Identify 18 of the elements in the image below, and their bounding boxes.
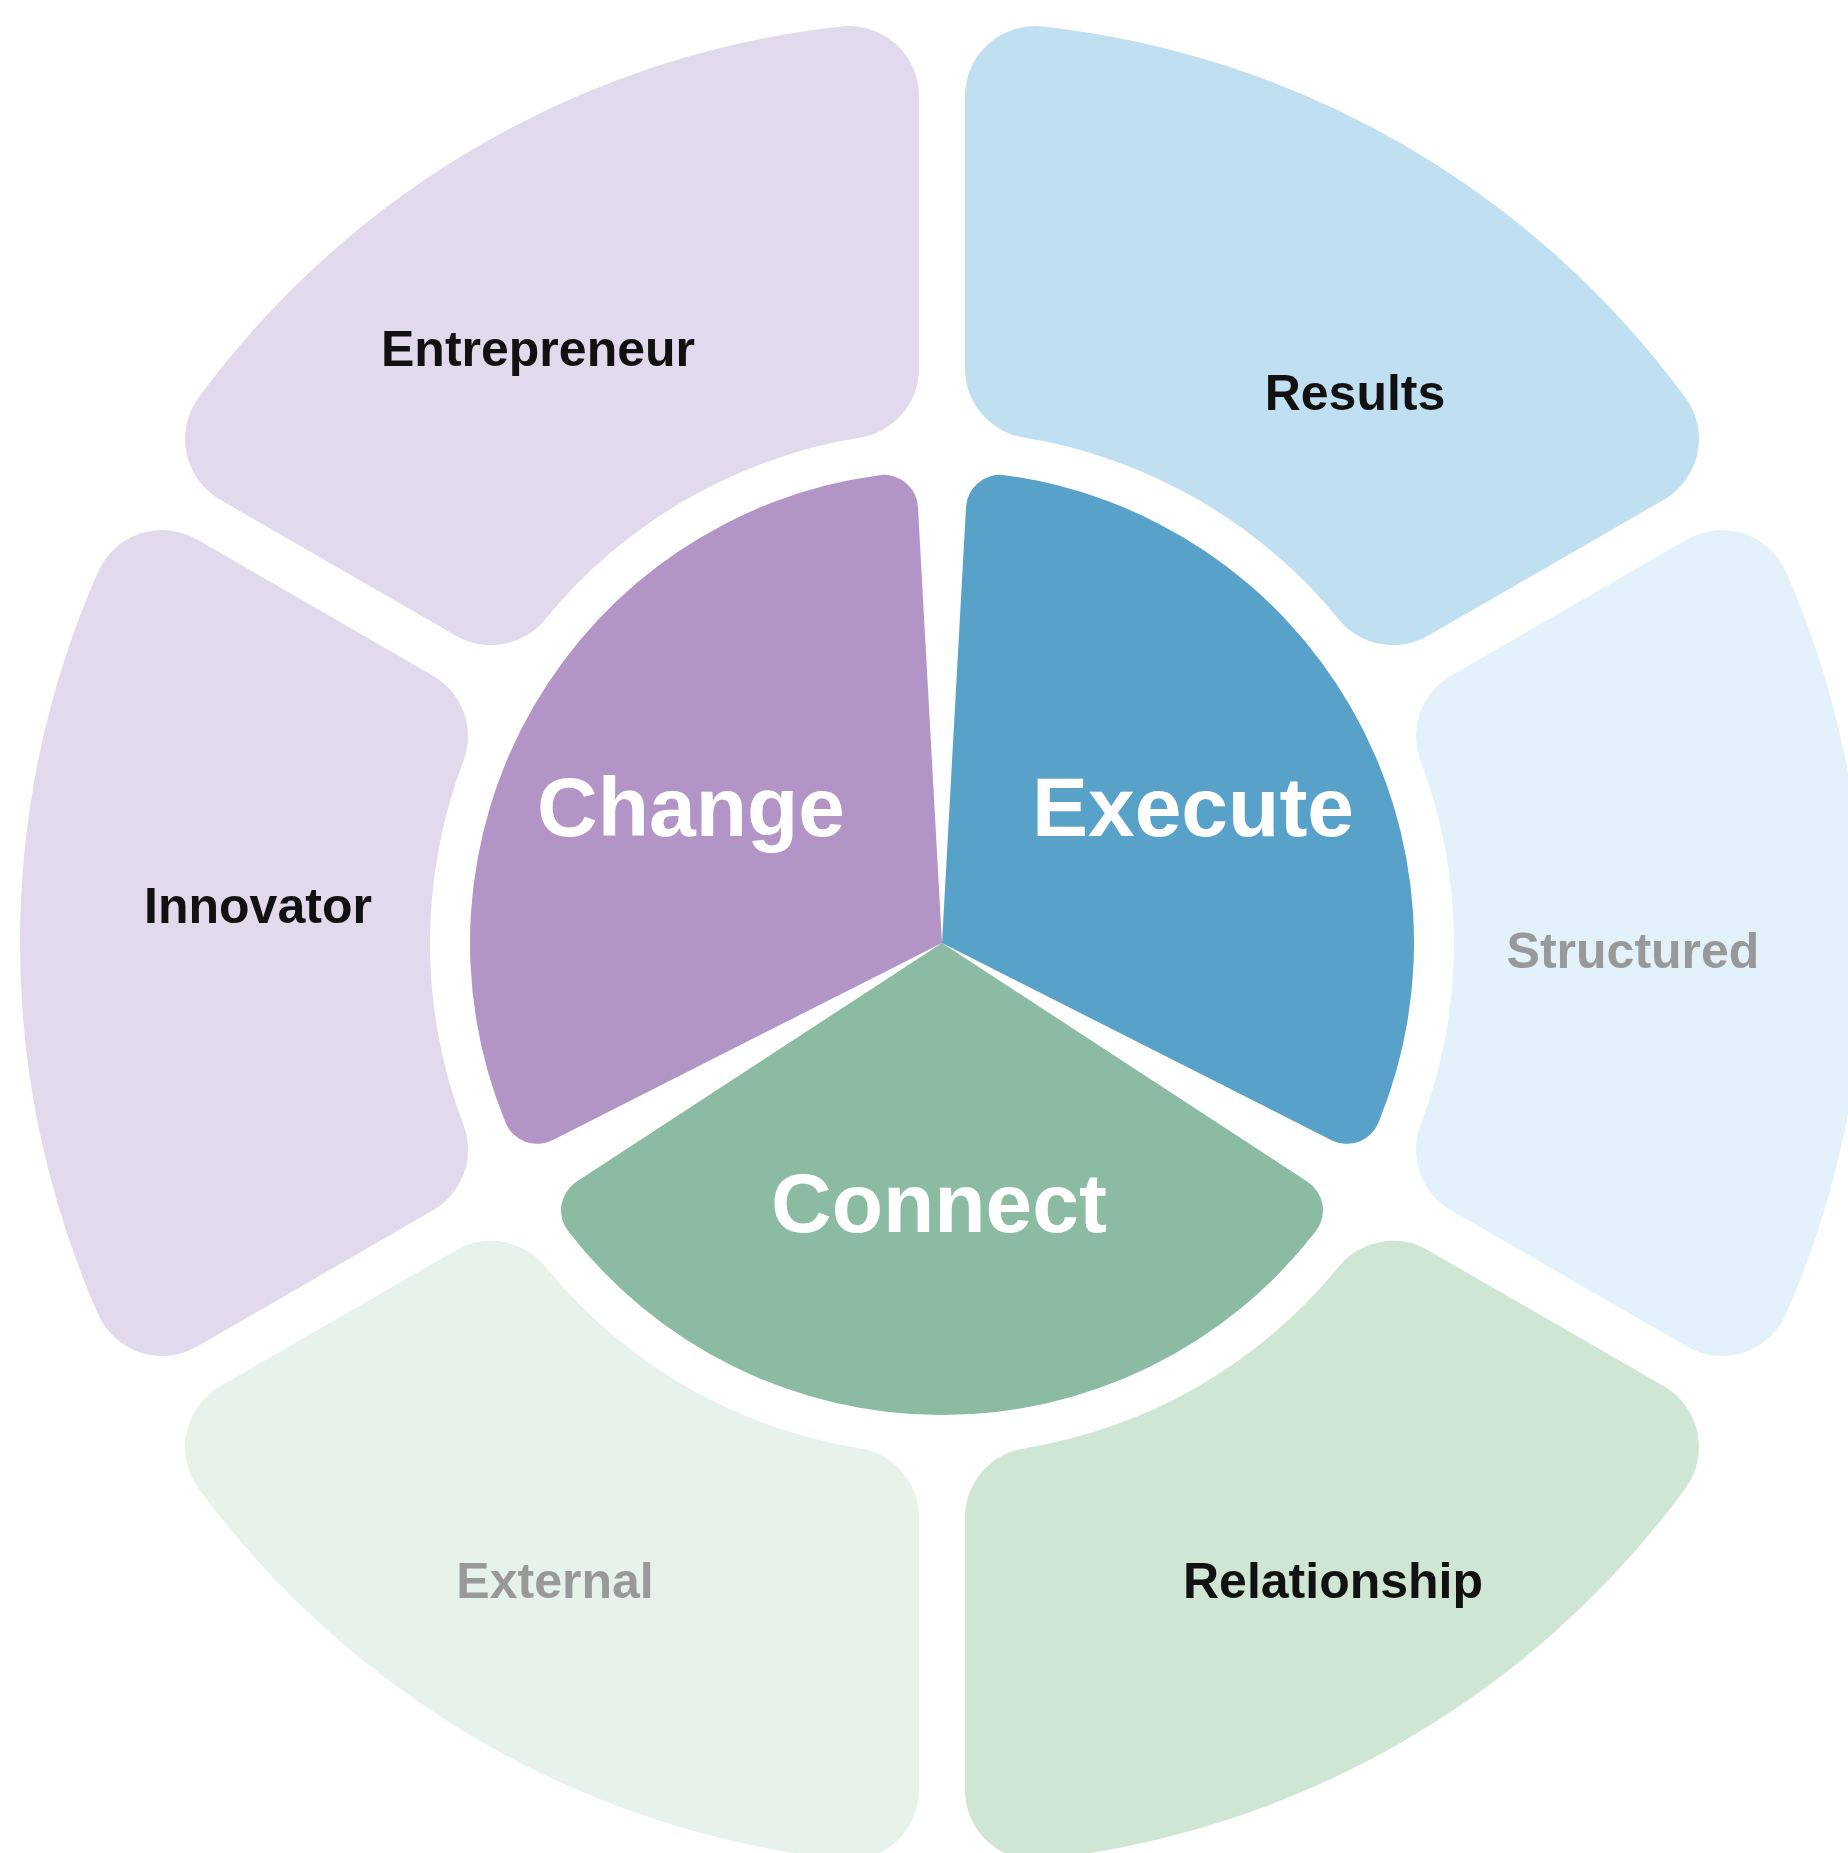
segment-label: Structured [1506, 922, 1760, 980]
segment-label: Results [1264, 364, 1446, 422]
segment-label: Innovator [144, 877, 372, 935]
outer-segment [965, 1240, 1699, 1853]
core-label: Connect [771, 1154, 1107, 1252]
core-label: Execute [1031, 758, 1355, 856]
segment-label: Relationship [1183, 1552, 1483, 1610]
core-segment [470, 474, 942, 1144]
segment-label: External [456, 1552, 654, 1610]
core-label: Change [537, 758, 845, 856]
outer-segment [185, 1240, 919, 1853]
segment-label: Entrepreneur [381, 320, 695, 378]
core-segment [942, 474, 1414, 1144]
core-segment [561, 943, 1323, 1415]
outer-segment [21, 530, 468, 1356]
outer-segment [185, 26, 919, 646]
outer-segment [1416, 530, 1848, 1356]
outer-segment [965, 26, 1699, 646]
